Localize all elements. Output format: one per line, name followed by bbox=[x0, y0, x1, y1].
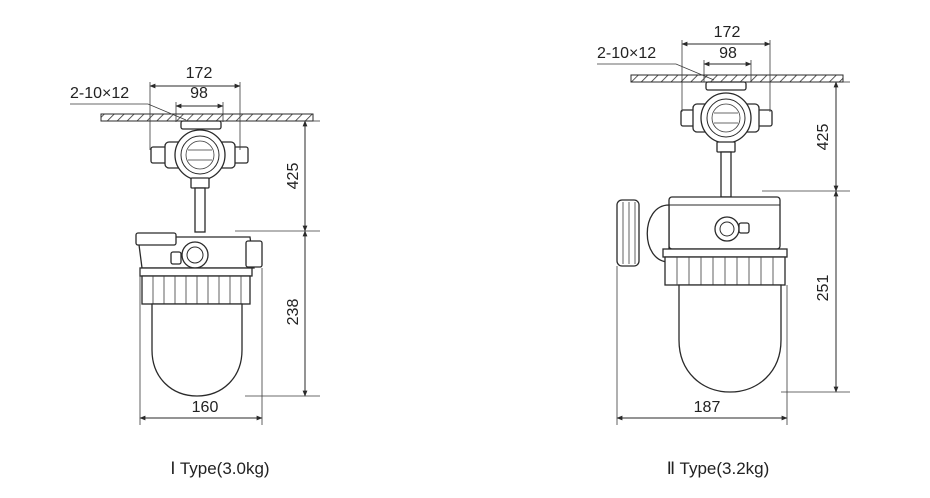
type2-caption: Ⅱ Type(3.2kg) bbox=[667, 459, 770, 478]
type2-hole-spec: 2-10×12 bbox=[597, 45, 656, 62]
type2-glass-globe bbox=[678, 284, 782, 393]
type2-dim-98: 98 bbox=[719, 45, 737, 62]
type2-dim-187: 187 bbox=[694, 399, 721, 416]
type1-hole-spec: 2-10×12 bbox=[70, 85, 129, 102]
type1-dim-160: 160 bbox=[192, 399, 219, 416]
type1-glass-globe bbox=[151, 303, 243, 397]
type1-stem bbox=[194, 187, 206, 233]
type2-side-gland bbox=[616, 199, 670, 267]
type1-dim-238: 238 bbox=[285, 299, 302, 326]
type1-drawing: 172 98 2-10×12 425 238 160 Ⅰ Type(3.0kg) bbox=[70, 65, 320, 478]
type1-mounting-plate bbox=[100, 113, 314, 122]
type1-dim-98: 98 bbox=[190, 85, 208, 102]
type1-dim-172: 172 bbox=[186, 65, 213, 82]
type2-housing bbox=[668, 196, 781, 250]
type2-dim-172: 172 bbox=[714, 24, 741, 41]
type1-housing bbox=[135, 232, 263, 269]
type2-junction-box bbox=[680, 81, 773, 153]
type2-guard-ring bbox=[662, 248, 788, 286]
type2-stem bbox=[720, 151, 732, 198]
type1-junction-box bbox=[150, 120, 249, 189]
type2-dim-425: 425 bbox=[815, 124, 832, 151]
type1-caption: Ⅰ Type(3.0kg) bbox=[170, 459, 269, 478]
type1-dim-425: 425 bbox=[285, 163, 302, 190]
type2-drawing: 172 98 2-10×12 425 251 187 Ⅱ Type(3.2kg) bbox=[597, 24, 850, 478]
type2-dim-251: 251 bbox=[815, 275, 832, 302]
type1-guard-ring bbox=[139, 267, 253, 305]
type2-mounting-plate bbox=[630, 74, 844, 83]
